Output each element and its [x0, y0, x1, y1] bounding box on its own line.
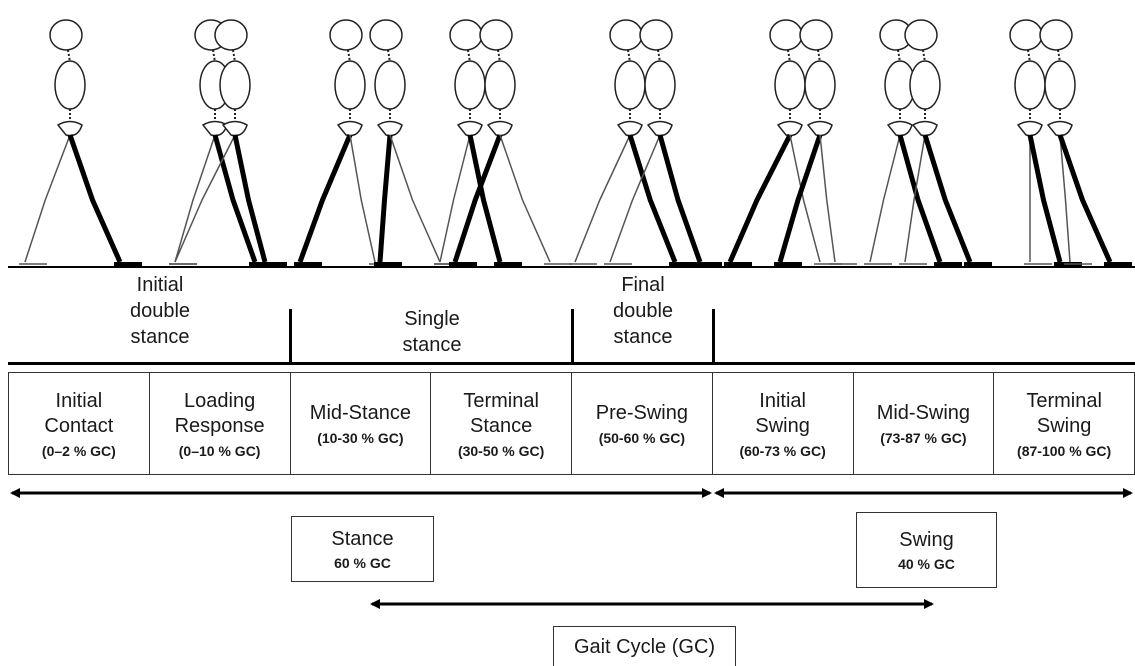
- walking-figure: [449, 19, 572, 266]
- phase-percent: (0–2 % GC): [41, 442, 116, 459]
- phase-percent: (30-50 % GC): [457, 442, 545, 459]
- gait-figures-illustration: [19, 19, 1132, 266]
- walking-figure: [369, 19, 462, 266]
- phase-percent: (60-73 % GC): [739, 442, 826, 459]
- walking-figure: [1009, 19, 1082, 266]
- single-stance-label: Single stance: [402, 308, 462, 356]
- initial-double-stance-label: Initial double stance: [129, 274, 191, 348]
- swing-percent: 40 % GC: [898, 556, 955, 572]
- separator-final-right: [712, 309, 715, 363]
- gait-cycle-label: Gait Cycle (GC): [573, 635, 716, 658]
- walking-figure: [1039, 19, 1132, 266]
- stance-label: Stance: [331, 528, 394, 550]
- walking-figure: [604, 19, 722, 266]
- walking-figure: [774, 19, 857, 266]
- swing-summary-box: Swing 40 % GC: [856, 512, 997, 588]
- phase-name: Mid-Stance: [309, 402, 411, 424]
- walking-figure: [294, 19, 397, 266]
- gait-cycle-box: Gait Cycle (GC): [553, 626, 736, 666]
- phase-cell-mid-swing: Mid-Swing (73-87 % GC): [854, 373, 995, 474]
- stance-percent: 60 % GC: [334, 555, 391, 571]
- phase-name: Pre-Swing: [595, 402, 688, 424]
- phase-group-rule: [8, 362, 1135, 365]
- phase-cell-pre-swing: Pre-Swing (50-60 % GC): [572, 373, 713, 474]
- walking-figure: [569, 19, 697, 266]
- walking-figure: [169, 19, 287, 266]
- final-double-stance-label: Final double stance: [612, 274, 674, 348]
- walking-figure: [169, 19, 277, 266]
- ground-line: [8, 266, 1135, 268]
- walking-figure: [19, 19, 142, 266]
- phase-percent: (87-100 % GC): [1017, 442, 1112, 459]
- walking-figure: [899, 19, 992, 266]
- phase-percent: (73-87 % GC): [880, 430, 967, 446]
- walking-figure: [434, 19, 522, 266]
- phase-percent: (0–10 % GC): [178, 442, 261, 459]
- phase-percent: (50-60 % GC): [598, 430, 686, 446]
- phase-name: Mid-Swing: [876, 402, 971, 424]
- walking-figure: [864, 19, 962, 266]
- walking-figure: [724, 19, 842, 266]
- separator-initial-single: [289, 309, 292, 363]
- separator-single-final-left: [571, 309, 574, 363]
- phase-cell-mid-stance: Mid-Stance (10-30 % GC): [291, 373, 432, 474]
- stance-summary-box: Stance 60 % GC: [291, 516, 434, 582]
- phase-percent: (10-30 % GC): [317, 430, 404, 446]
- swing-label: Swing: [899, 529, 954, 551]
